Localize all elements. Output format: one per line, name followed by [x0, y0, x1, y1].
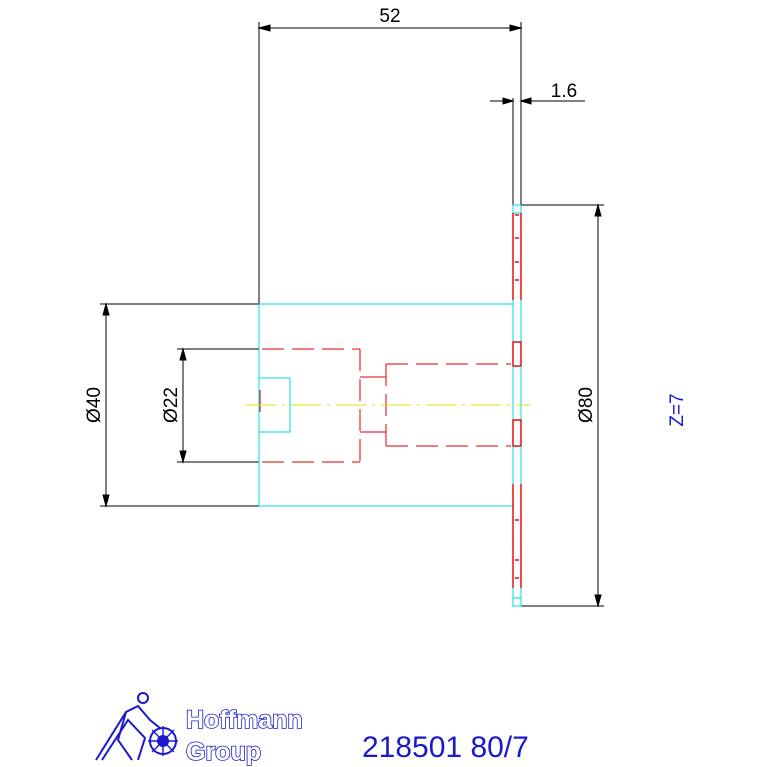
- dim-blade-diameter-label: Ø80: [576, 387, 597, 423]
- logo-emblem-icon: [95, 692, 178, 761]
- dim-hub-diameter-label: Ø40: [84, 387, 105, 423]
- part-number: 218501 80/7: [362, 731, 529, 764]
- hidden-steps: [360, 376, 386, 433]
- dim-overall-length-label: 52: [379, 6, 400, 27]
- blade-teeth: [512, 213, 522, 588]
- dim-blade-thickness-label: 1.6: [551, 81, 577, 102]
- dim-bore-diameter-label: Ø22: [161, 387, 182, 423]
- logo-line1: Hoffmann: [186, 706, 303, 734]
- dimension-lines: [100, 22, 604, 608]
- logo-line2: Group: [186, 738, 261, 766]
- teeth-count-label: Z=7: [667, 393, 688, 426]
- hoffmann-logo: Hoffmann Group: [95, 692, 303, 767]
